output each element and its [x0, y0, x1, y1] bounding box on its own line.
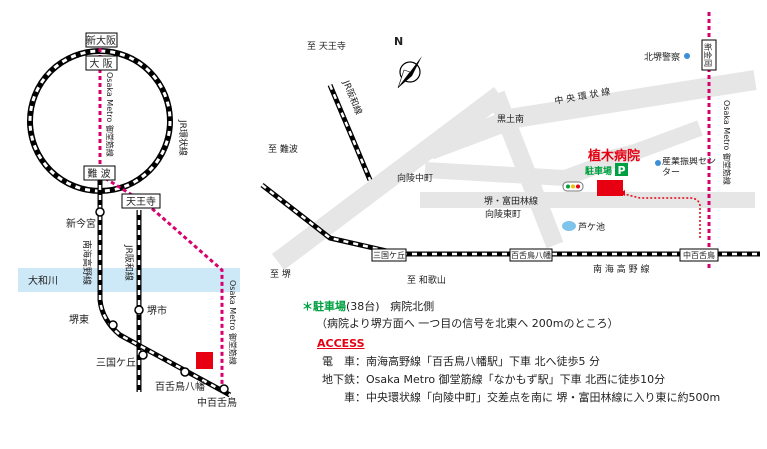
svg-text:天王寺: 天王寺 [126, 196, 156, 208]
svg-text:向陵中町: 向陵中町 [397, 172, 433, 184]
jr-loop-label: JR環状線 [177, 119, 189, 156]
midosuji-label-side: Osaka Metro 御堂筋線 [228, 280, 238, 365]
river-label: 大和川 [28, 274, 58, 287]
access-row-subway: 地下鉄：Osaka Metro 御堂筋線「なかもず駅」下車 北西に徒歩10分 [322, 373, 666, 386]
station-nakamozu-right [679, 248, 719, 262]
access-row-train: 電 車：南海高野線「百舌鳥八幡駅」下車 北へ徒歩5 分 [322, 355, 600, 368]
station-dot-sakai-higashi [108, 320, 118, 330]
access-title: ACCESS [317, 337, 365, 350]
svg-text:中百舌鳥: 中百舌鳥 [683, 250, 715, 260]
svg-text:堺市: 堺市 [147, 304, 167, 317]
hospital-name: 植木病院 [587, 148, 640, 164]
parking-label: 駐車場 [585, 165, 612, 177]
svg-text:新大阪: 新大阪 [86, 34, 116, 47]
svg-text:黒土南: 黒土南 [497, 113, 524, 125]
svg-text:Osaka Metro 御堂筋線: Osaka Metro 御堂筋線 [722, 100, 732, 185]
svg-text:至 和歌山: 至 和歌山 [407, 274, 446, 286]
svg-text:堺東: 堺東 [69, 313, 89, 326]
industry-center-marker [655, 160, 661, 166]
nankai-label: 南海高野線 [81, 240, 93, 285]
midosuji-label-top: Osaka Metro 御堂筋線 [105, 72, 115, 157]
station-dot-shin-imamiya [95, 207, 105, 217]
svg-text:至 難波: 至 難波 [268, 143, 298, 155]
ashigaike-pond [562, 221, 576, 231]
svg-text:新金岡: 新金岡 [703, 43, 713, 67]
svg-text:北堺警察: 北堺警察 [644, 51, 680, 63]
svg-text:南 海 高 野 線: 南 海 高 野 線 [593, 263, 649, 275]
svg-text:百舌鳥八幡: 百舌鳥八幡 [155, 380, 205, 393]
svg-text:芦ケ池: 芦ケ池 [578, 221, 605, 233]
station-dot-sakaishi [134, 305, 144, 315]
svg-text:N: N [394, 35, 403, 48]
road-south [271, 87, 507, 270]
walking-route [619, 192, 701, 238]
industry-center-label: 産業振興センター [662, 157, 717, 178]
right-area-map: P 植木病院 駐車場 N 新金岡 三国ケ丘 百舌鳥八幡 中百舌鳥 至 天王寺 J… [260, 12, 760, 286]
svg-text:難 波: 難 波 [87, 167, 110, 180]
parking-info: ＊駐車場(38台) 病院北側 [302, 300, 435, 313]
svg-text:向陵東町: 向陵東町 [485, 208, 521, 220]
station-dot-mikunigaoka [138, 350, 148, 360]
svg-text:P: P [617, 164, 625, 177]
jr-hanwa-label: JR阪和線 [123, 244, 135, 281]
svg-text:至 天王寺: 至 天王寺 [307, 41, 346, 52]
station-shin-osaka [85, 32, 118, 48]
station-mozu-hachiman-right [509, 248, 553, 262]
station-mikunigaoka-right [371, 248, 407, 262]
svg-text:中百舌鳥: 中百舌鳥 [197, 396, 237, 409]
police-marker [684, 53, 690, 59]
svg-text:堺・富田林線: 堺・富田林線 [484, 195, 538, 207]
station-shin-kanaoka [701, 39, 717, 71]
parking-directions: （病院より堺方面へ 一つ目の信号を北東へ 200mのところ） [316, 317, 619, 330]
compass-icon: N [394, 35, 422, 89]
access-row-car: 車：中央環状線「向陵中町」交差点を南に 堺・富田林線に入り東に約500m [344, 391, 721, 404]
svg-text:三国ケ丘: 三国ケ丘 [96, 357, 136, 369]
parking-icon [615, 163, 628, 176]
station-dot-mozu-hachiman [180, 367, 190, 377]
svg-text:至 堺: 至 堺 [270, 268, 291, 280]
hospital-marker-left [196, 352, 213, 369]
hospital-marker-right [597, 180, 623, 196]
yamato-river [18, 268, 240, 292]
svg-text:新今宮: 新今宮 [66, 217, 96, 230]
svg-text:JR阪和線: JR阪和線 [340, 78, 365, 117]
left-route-map: 大和川 新大阪 大 阪 難 波 天王寺 新今宮 堺東 三国ケ丘 [18, 32, 240, 409]
station-osaka [85, 55, 118, 71]
station-tennoji [121, 193, 161, 209]
svg-text:三国ケ丘: 三国ケ丘 [373, 251, 405, 260]
svg-text:大 阪: 大 阪 [89, 57, 112, 70]
station-dot-nakamozu [219, 384, 229, 394]
svg-text:百舌鳥八幡: 百舌鳥八幡 [511, 250, 551, 260]
station-namba [83, 165, 116, 181]
